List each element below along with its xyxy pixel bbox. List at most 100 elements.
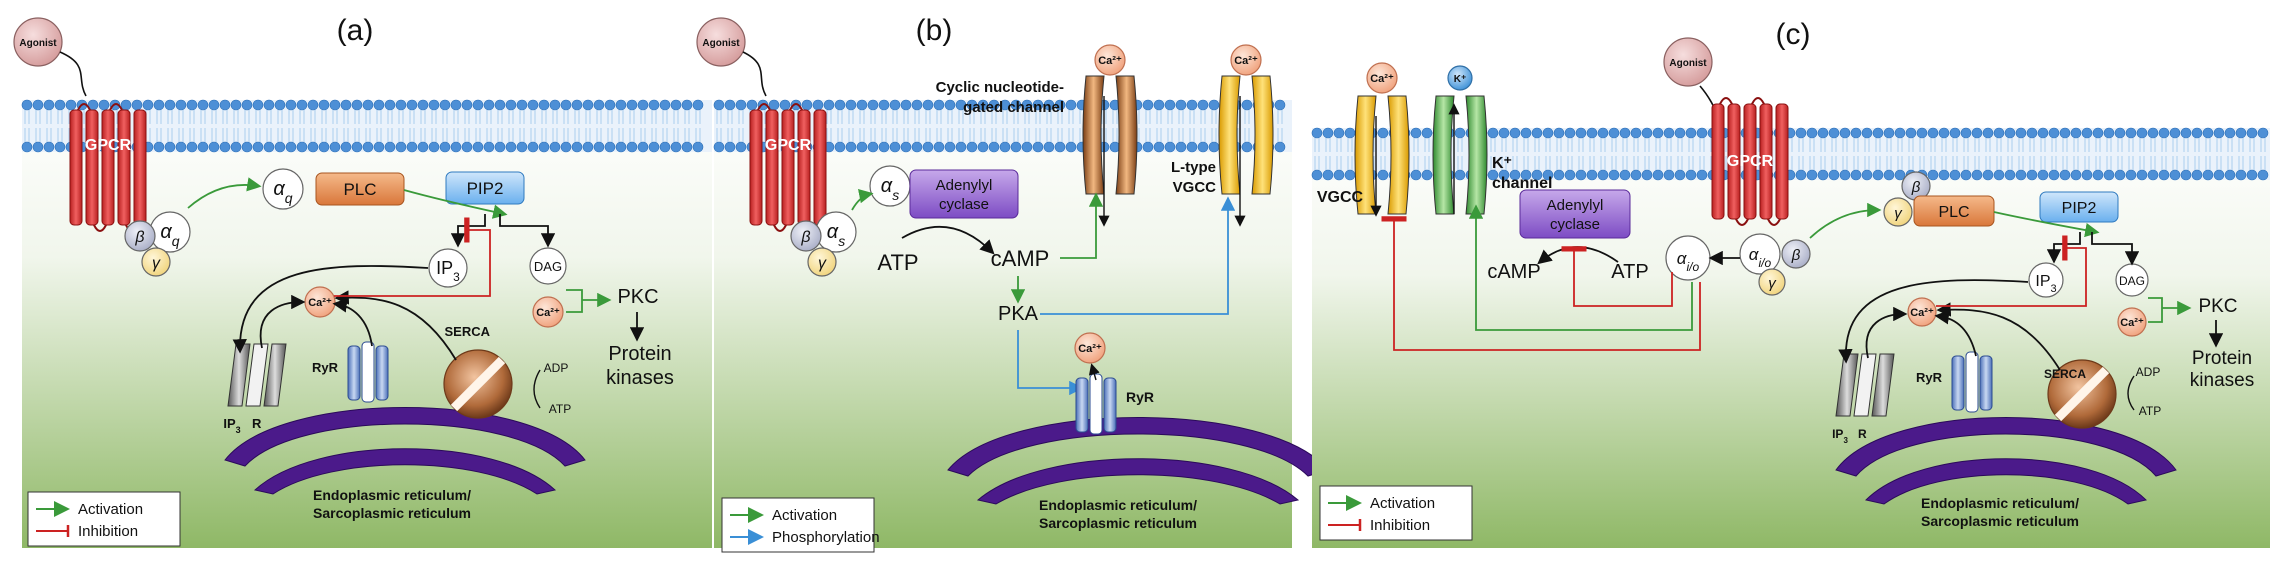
lipid-head-inner <box>1553 169 1565 181</box>
lipid-head-inner <box>867 141 879 153</box>
cng-channel <box>1115 75 1138 195</box>
lipid-tail <box>1666 138 1672 152</box>
lipid-tail <box>1930 156 1936 170</box>
lipid-tail <box>2073 156 2079 170</box>
lipid-tail <box>200 128 206 142</box>
lipid-head-inner <box>1322 169 1334 181</box>
lipid-tail <box>716 110 722 124</box>
lipid-head-outer <box>65 99 77 111</box>
lipid-tail <box>2216 156 2222 170</box>
gpcr-loop <box>757 103 771 111</box>
legend-box <box>1319 485 1473 541</box>
lipid-tail <box>2172 138 2178 152</box>
lipid-head-outer <box>746 99 758 111</box>
lipid-tail <box>24 128 30 142</box>
lipid-head-inner <box>351 141 363 153</box>
lipid-head-inner <box>1960 169 1972 181</box>
lipid-tail <box>2150 156 2156 170</box>
lipid-head-inner <box>966 141 978 153</box>
potassium-label: K⁺ <box>1454 74 1467 85</box>
adenylyl-cyclase <box>909 169 1019 219</box>
lipid-head-outer <box>516 99 528 111</box>
g-gamma-label: γ <box>1768 275 1777 292</box>
lipid-head-outer <box>2213 127 2225 139</box>
ip3r-subunit <box>263 343 287 407</box>
lipid-tail <box>980 128 986 142</box>
lipid-head-inner <box>1575 169 1587 181</box>
lipid-head-outer <box>2257 127 2269 139</box>
lipid-tail <box>1156 128 1162 142</box>
lipid-tail <box>1699 138 1705 152</box>
lipid-head-outer <box>2048 127 2060 139</box>
lipid-head-outer <box>1850 127 1862 139</box>
lipid-head-inner <box>32 141 44 153</box>
lipid-head-outer <box>681 99 693 111</box>
lipid-head-outer <box>801 99 813 111</box>
lipid-tail <box>1699 156 1705 170</box>
lipid-head-outer <box>2081 127 2093 139</box>
lipid-head-outer <box>1960 127 1972 139</box>
lipid-tail <box>727 128 733 142</box>
lipid-tail <box>1875 138 1881 152</box>
lipid-head-inner <box>1542 169 1554 181</box>
lipid-tail <box>508 128 514 142</box>
lipid-head-inner <box>1817 169 1829 181</box>
calcium-label: Ca²⁺ <box>1098 55 1122 67</box>
lipid-tail <box>837 128 843 142</box>
lipid-head-outer <box>823 99 835 111</box>
serca-channel <box>450 356 506 412</box>
lipid-head-outer <box>1641 127 1653 139</box>
lipid-head-outer <box>241 99 253 111</box>
lipid-tail <box>420 110 426 124</box>
lipid-head-outer <box>955 99 967 111</box>
lipid-head-inner <box>845 141 857 153</box>
lipid-tail <box>1189 110 1195 124</box>
lipid-head-outer <box>1564 127 1576 139</box>
lipid-head-inner <box>713 141 725 153</box>
lipid-head-outer <box>911 99 923 111</box>
lipid-tail <box>475 110 481 124</box>
g-alpha-label: αq <box>160 221 179 249</box>
lipid-head-inner <box>2257 169 2269 181</box>
lipid-tail <box>738 110 744 124</box>
lipid-tail <box>716 128 722 142</box>
lipid-tail <box>2216 138 2222 152</box>
lipid-tail <box>288 110 294 124</box>
lipid-tail <box>1820 156 1826 170</box>
lipid-head-outer <box>1861 127 1873 139</box>
lipid-tail <box>2040 138 2046 152</box>
er-label: Sarcoplasmic reticulum <box>1921 513 2079 529</box>
lipid-head-outer <box>1164 99 1176 111</box>
lipid-head-outer <box>1630 127 1642 139</box>
pkc-label: PKC <box>2198 296 2237 317</box>
lipid-tail <box>310 110 316 124</box>
er-label: Sarcoplasmic reticulum <box>313 505 471 521</box>
lipid-head-inner <box>878 141 890 153</box>
lipid-head-outer <box>1010 99 1022 111</box>
lipid-tail <box>156 110 162 124</box>
lipid-tail <box>431 128 437 142</box>
pka-label: PKA <box>998 303 1039 325</box>
lipid-tail <box>2117 138 2123 152</box>
lipid-tail <box>2051 156 2057 170</box>
lipid-tail <box>2117 156 2123 170</box>
lipid-tail <box>1512 138 1518 152</box>
calcium-label: Ca²⁺ <box>1078 343 1102 355</box>
lipid-tail <box>1908 138 1914 152</box>
plc-label: PLC <box>343 180 376 199</box>
lipid-tail <box>585 128 591 142</box>
gpcr-helix <box>813 109 827 226</box>
lipid-tail <box>2260 138 2266 152</box>
lipid-tail <box>1919 138 1925 152</box>
lipid-head-outer <box>153 99 165 111</box>
adenylyl-label: Adenylyl <box>936 177 993 194</box>
lipid-tail <box>1523 138 1529 152</box>
lipid-head-outer <box>1828 127 1840 139</box>
lipid-tail <box>1622 156 1628 170</box>
l-type-label: VGCC <box>1173 179 1217 196</box>
lipid-tail <box>1567 156 1573 170</box>
lipid-head-inner <box>1839 169 1851 181</box>
lipid-tail <box>233 110 239 124</box>
lipid-tail <box>914 110 920 124</box>
lipid-tail <box>2238 138 2244 152</box>
